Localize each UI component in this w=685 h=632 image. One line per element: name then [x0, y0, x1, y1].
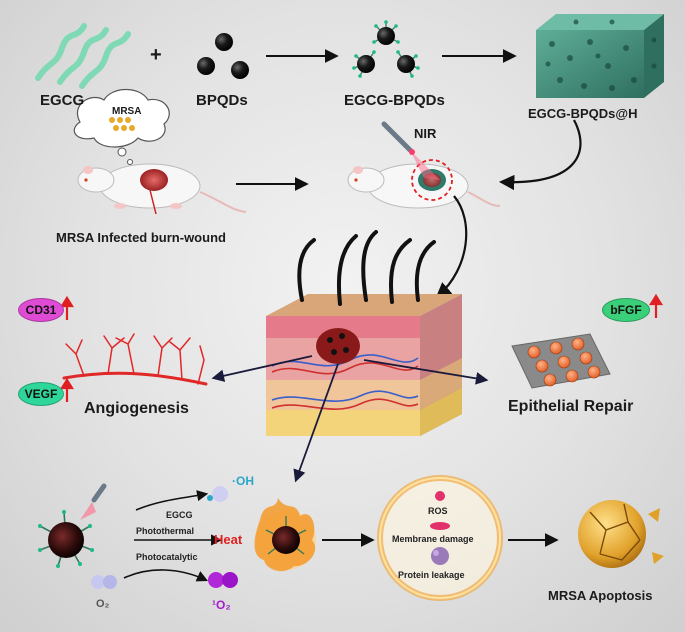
cd31-badge: CD31: [18, 298, 64, 322]
infected-wound-label: MRSA Infected burn-wound: [56, 230, 226, 245]
skin-section-icon: [266, 230, 462, 436]
membrane-icon: [430, 522, 450, 530]
angiogenesis-title: Angiogenesis: [84, 400, 189, 417]
blood-vessel-network-icon: [62, 333, 208, 386]
arrow-skin-to-angiogenesis: [211, 355, 313, 382]
oh-label: ·OH: [232, 474, 254, 488]
egcg-bpqds-label: EGCG-BPQDs: [344, 92, 445, 109]
upregulate-arrows: [60, 293, 663, 402]
photothermal-label: Photothermal: [136, 526, 195, 536]
plus-sign: +: [150, 44, 162, 66]
hydrogel-label: EGCG-BPQDs@H: [528, 106, 638, 121]
vegf-badge: VEGF: [18, 382, 64, 406]
apoptotic-bacterium-icon: [578, 500, 664, 568]
mrsa-bubble-label: MRSA: [112, 106, 142, 117]
nir-label: NIR: [414, 126, 437, 141]
singlet-o2-label: ¹O₂: [212, 598, 231, 612]
o2-label: O₂: [96, 598, 110, 610]
damage-ring-icon: [377, 475, 503, 601]
photocatalytic-label: Photocatalytic: [136, 552, 198, 562]
mrsa-thought-bubble: [73, 88, 170, 165]
heat-label: Heat: [214, 532, 243, 547]
bfgf-badge: bFGF: [602, 298, 650, 322]
o2-molecule-icon: [91, 575, 117, 589]
hydroxyl-radical-icon: [207, 486, 228, 502]
nir-laser-icon: [381, 121, 440, 180]
arrow-hydrogel-to-mouse: [498, 119, 582, 191]
protein-leakage-label: Protein leakage: [398, 570, 465, 580]
arrow-egcg-to-oh: [135, 490, 209, 511]
heated-nanoparticle-icon: [254, 498, 316, 572]
hydrogel-block-icon: [536, 14, 664, 98]
mouse-infected-icon: [77, 163, 247, 215]
arrow-mouse-to-skin: [435, 195, 468, 299]
bpqds-spheres-icon: [197, 33, 249, 79]
bpqds-label: BPQDs: [196, 92, 248, 109]
epithelial-repair-title: Epithelial Repair: [508, 398, 634, 415]
egcg-mech-label: EGCG: [166, 510, 193, 520]
ros-label: ROS: [428, 506, 448, 516]
protein-leakage-icon: [431, 547, 449, 565]
egcg-bpqds-complex-icon: [352, 20, 420, 78]
singlet-oxygen-icon: [208, 572, 238, 588]
nanoparticle-icon: [38, 483, 107, 568]
arrow-skin-to-mechanism: [293, 363, 339, 483]
blister-pack-icon: [511, 333, 611, 389]
egcg-label: EGCG: [40, 92, 85, 109]
membrane-damage-label: Membrane damage: [392, 534, 474, 544]
egcg-strands-icon: [35, 23, 131, 89]
arrow-skin-to-epithelial: [363, 359, 489, 385]
arrow-photocatalytic: [123, 569, 209, 582]
mrsa-apoptosis-label: MRSA Apoptosis: [548, 588, 653, 603]
ros-dot-icon: [435, 491, 445, 501]
